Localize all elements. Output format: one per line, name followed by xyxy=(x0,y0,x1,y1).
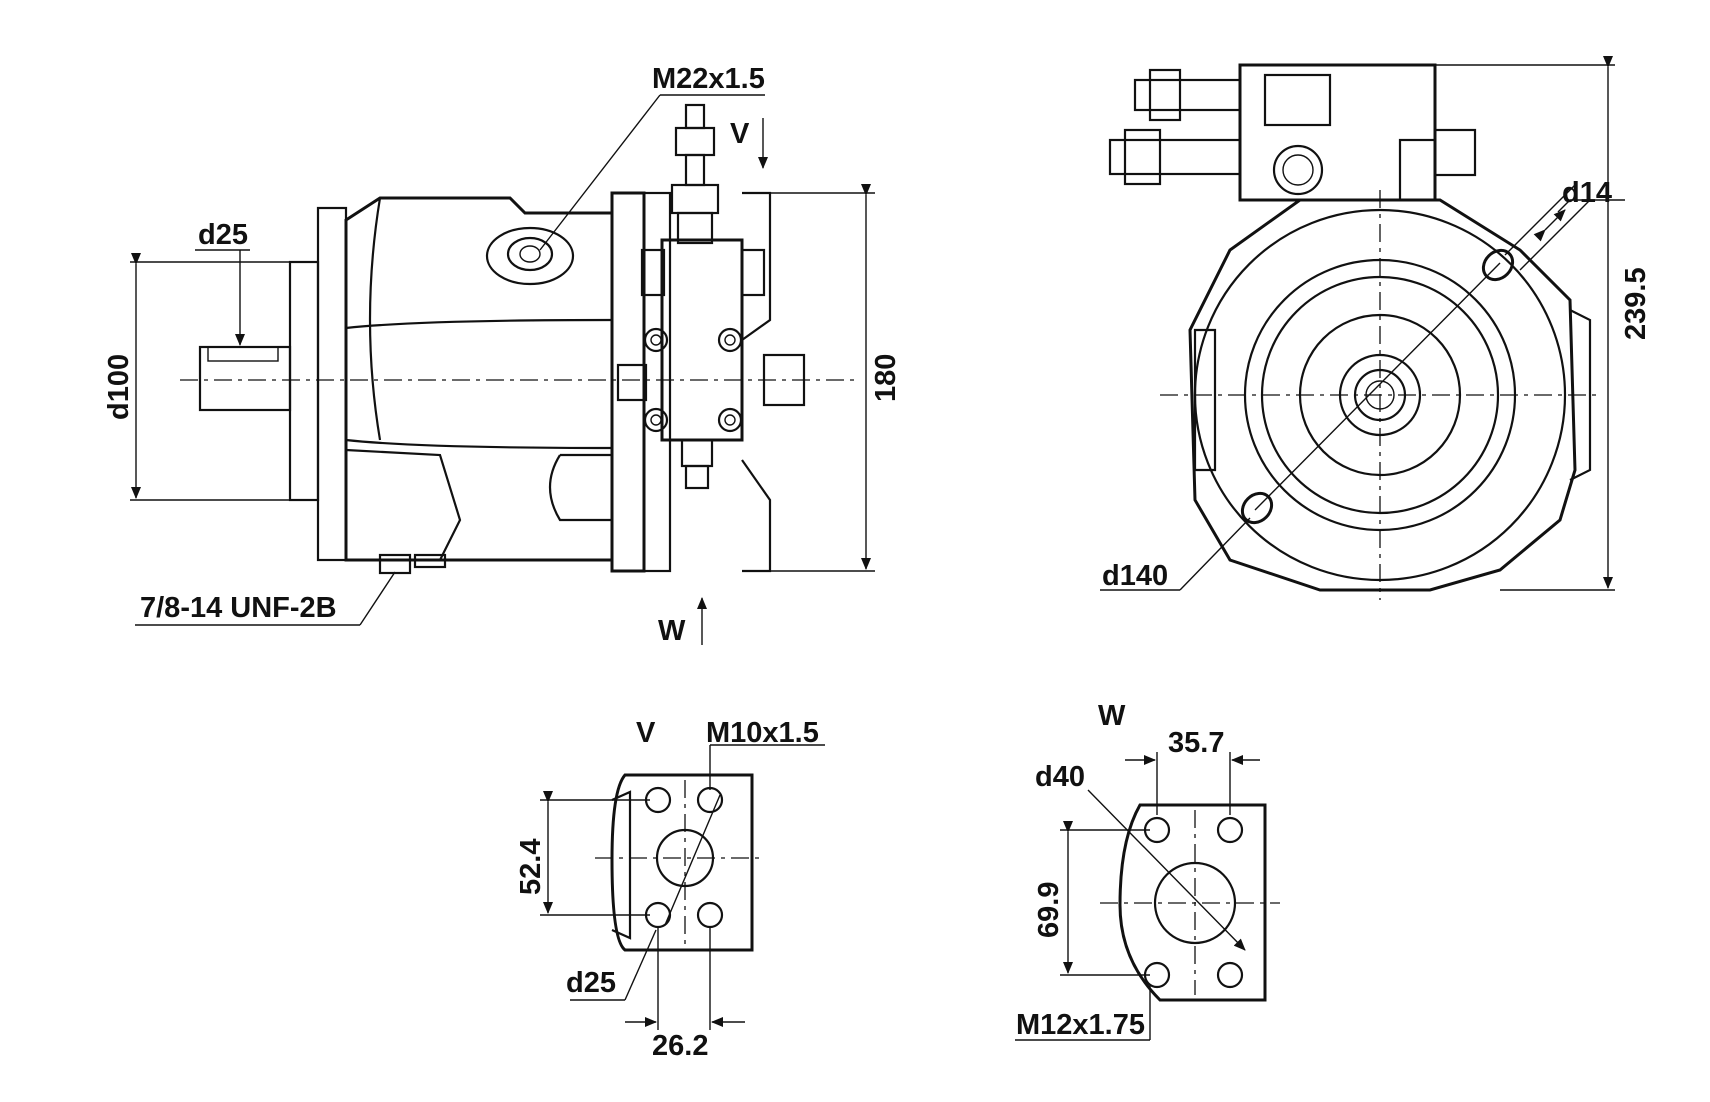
label-d25-port: d25 xyxy=(566,967,616,999)
label-d40: d40 xyxy=(1035,761,1085,793)
label-unf: 7/8-14 UNF-2B xyxy=(140,592,337,624)
label-m12: M12x1.75 xyxy=(1016,1009,1145,1041)
front-view xyxy=(1100,56,1625,600)
bolt-hole-icon xyxy=(1216,961,1244,989)
port-bore xyxy=(1153,861,1237,945)
label-m10: M10x1.5 xyxy=(706,717,819,749)
label-52-4: 52.4 xyxy=(515,839,547,895)
label-m22: M22x1.5 xyxy=(652,63,765,95)
label-d100: d100 xyxy=(103,354,135,420)
pump-body-front xyxy=(1188,198,1577,592)
mounting-flange xyxy=(288,260,320,502)
m22-port-boss xyxy=(485,226,575,286)
label-d140: d140 xyxy=(1102,560,1168,592)
bolt-hole-icon xyxy=(696,901,724,929)
drive-shaft xyxy=(198,345,292,412)
label-d25-shaft: d25 xyxy=(198,219,248,251)
label-26-2: 26.2 xyxy=(652,1030,708,1062)
end-cover xyxy=(610,191,646,573)
port-view-w xyxy=(1015,752,1280,1041)
port-view-v xyxy=(540,744,825,1030)
label-v-arrow: V xyxy=(730,118,750,150)
label-w-arrow: W xyxy=(658,615,686,647)
label-180: 180 xyxy=(870,354,902,402)
side-view xyxy=(130,94,875,645)
bolt-hole-icon xyxy=(1216,816,1244,844)
label-35-7: 35.7 xyxy=(1168,727,1224,759)
label-view-w: W xyxy=(1098,700,1126,732)
label-69-9: 69.9 xyxy=(1033,882,1065,938)
label-239-5: 239.5 xyxy=(1620,267,1652,340)
label-d14: d14 xyxy=(1562,177,1612,209)
label-view-v: V xyxy=(636,717,656,749)
